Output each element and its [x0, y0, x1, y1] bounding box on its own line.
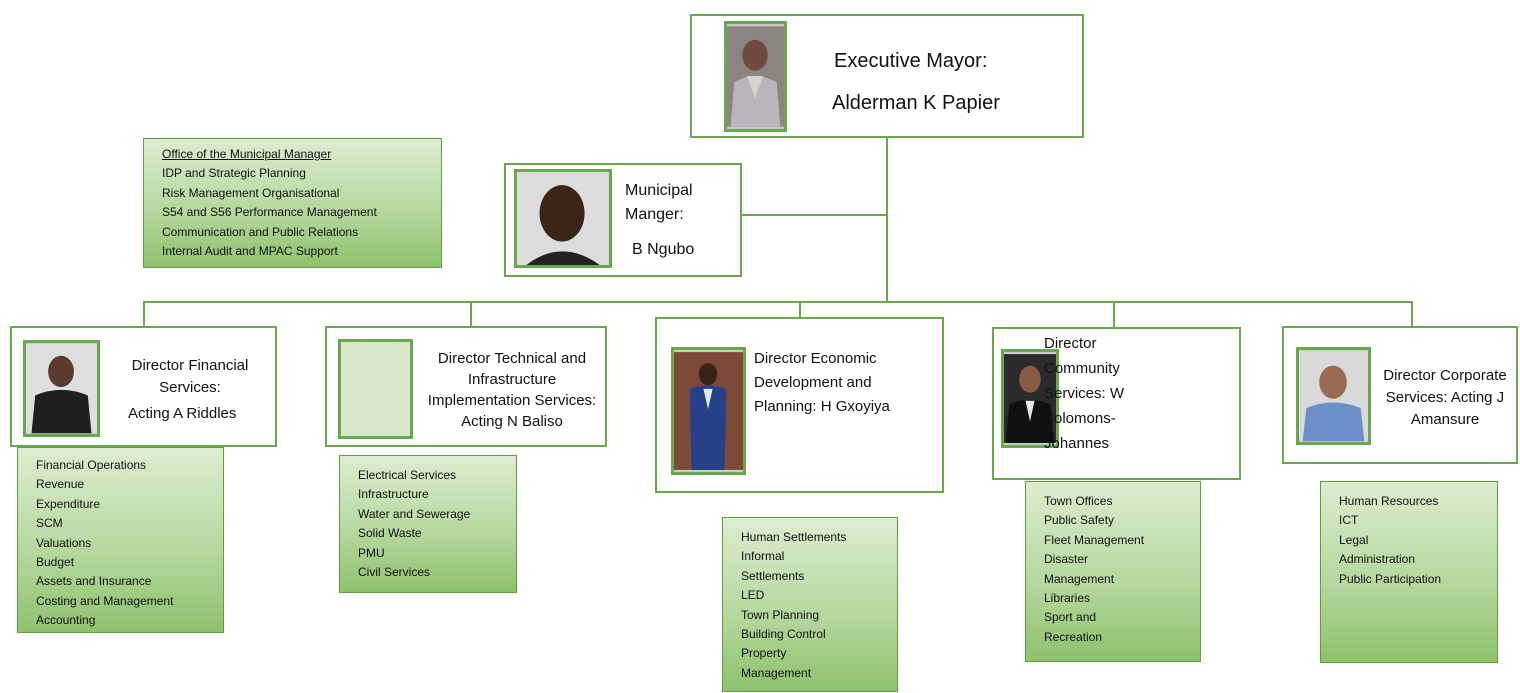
connector-horizontal [143, 301, 1412, 303]
economic-functions-box: Human Settlements Informal Settlements L… [722, 517, 898, 692]
director-economic-photo [671, 347, 746, 475]
connector-mayor-down [886, 137, 888, 302]
list-item: Human Settlements [741, 530, 847, 544]
list-item: Management [741, 665, 812, 680]
list-item: Settlements [741, 568, 805, 583]
person-photo-icon [727, 26, 784, 127]
list-item: Financial Operations [36, 458, 147, 472]
list-item: Infrastructure [358, 487, 429, 502]
director-community-box: Director Community Services: W Solomons-… [992, 327, 1241, 480]
director-community-title: Director Community Services: W Solomons-… [1044, 335, 1125, 452]
list-item: Revenue [36, 477, 85, 492]
list-item: Administration [1339, 552, 1416, 567]
director-technical-title: Director Technical and Infrastructure Im… [427, 350, 597, 430]
director-financial-title: Director Financial Services: [131, 357, 249, 396]
connector-dir5 [1411, 301, 1413, 327]
list-item: PMU [358, 545, 385, 560]
corporate-functions-box: Human Resources ICT Legal Administration… [1320, 481, 1498, 663]
list-item: Legal [1339, 532, 1369, 547]
list-item: Property [741, 646, 787, 661]
list-item: Sport and [1044, 610, 1097, 625]
list-item: Communication and Public Relations [162, 224, 359, 239]
person-photo-icon [1299, 350, 1368, 442]
person-photo-icon [674, 352, 743, 470]
financial-functions-list: Financial Operations Revenue Expenditure… [36, 456, 215, 631]
list-item: Accounting [36, 613, 96, 628]
connector-dir1 [143, 301, 145, 327]
list-item: Expenditure [36, 496, 101, 511]
director-community-photo [1001, 349, 1059, 448]
connector-dir4 [1113, 301, 1115, 328]
connector-dir3 [799, 301, 801, 318]
list-item: Informal [741, 549, 785, 564]
corporate-functions-list: Human Resources ICT Legal Administration… [1339, 492, 1489, 589]
list-item: Recreation [1044, 629, 1103, 644]
list-item: Solid Waste [358, 526, 422, 541]
person-photo-icon [26, 343, 97, 434]
mayor-box: Executive Mayor: Alderman K Papier [690, 14, 1084, 138]
director-technical-photo [338, 339, 413, 439]
director-economic-box: Director Economic Development and Planni… [655, 317, 944, 493]
manager-name: B Ngubo [632, 241, 695, 258]
office-heading: Office of the Municipal Manager [162, 147, 332, 161]
technical-functions-list: Electrical Services Infrastructure Water… [358, 466, 508, 582]
list-item: Internal Audit and MPAC Support [162, 244, 338, 259]
director-corporate-title: Director Corporate Services: Acting J Am… [1383, 367, 1507, 428]
director-financial-name: Acting A Riddles [128, 405, 237, 422]
mayor-title: Executive Mayor: [834, 50, 988, 72]
list-item: Human Resources [1339, 494, 1439, 508]
director-corporate-photo [1296, 347, 1371, 445]
director-financial-photo [23, 340, 100, 437]
list-item: Building Control [741, 627, 826, 642]
list-item: Town Offices [1044, 494, 1113, 508]
list-item: Civil Services [358, 565, 431, 580]
list-item: Public Safety [1044, 513, 1115, 528]
office-items: IDP and Strategic Planning Risk Manageme… [162, 164, 433, 261]
list-item: Electrical Services [358, 468, 457, 482]
director-corporate-box: Director Corporate Services: Acting J Am… [1282, 326, 1518, 464]
list-item: S54 and S56 Performance Management [162, 205, 377, 220]
manager-title: Municipal Manger: [625, 182, 693, 223]
manager-photo [514, 169, 612, 268]
community-functions-list: Town Offices Public Safety Fleet Managem… [1044, 492, 1192, 647]
list-item: Budget [36, 555, 75, 570]
financial-functions-box: Financial Operations Revenue Expenditure… [17, 447, 224, 633]
connector-dir2 [470, 301, 472, 327]
list-item: IDP and Strategic Planning [162, 166, 306, 181]
list-item: Valuations [36, 535, 92, 550]
list-item: Assets and Insurance [36, 574, 152, 589]
office-box: Office of the Municipal Manager IDP and … [143, 138, 442, 268]
community-functions-box: Town Offices Public Safety Fleet Managem… [1025, 481, 1201, 662]
person-photo-icon [1004, 354, 1056, 443]
list-item: Costing and Management [36, 593, 174, 608]
mayor-photo [724, 21, 787, 132]
connector-manager [741, 214, 887, 216]
list-item: Town Planning [741, 607, 820, 622]
list-item: SCM [36, 516, 63, 531]
person-photo-icon [517, 172, 609, 265]
mayor-name: Alderman K Papier [832, 92, 1000, 114]
director-technical-box: Director Technical and Infrastructure Im… [325, 326, 607, 447]
list-item: LED [741, 588, 765, 603]
director-economic-title: Director Economic Development and Planni… [754, 350, 890, 415]
list-item: ICT [1339, 513, 1359, 528]
list-item: Libraries [1044, 591, 1091, 606]
list-item: Fleet Management [1044, 532, 1145, 547]
list-item: Risk Management Organisational [162, 185, 340, 200]
technical-functions-box: Electrical Services Infrastructure Water… [339, 455, 517, 593]
economic-functions-list: Human Settlements Informal Settlements L… [741, 528, 889, 683]
list-item: Management [1044, 571, 1115, 586]
director-financial-box: Director Financial Services: Acting A Ri… [10, 326, 277, 447]
list-item: Water and Sewerage [358, 506, 471, 521]
manager-box: Municipal Manger: B Ngubo [504, 163, 742, 277]
list-item: Disaster [1044, 552, 1089, 567]
list-item: Public Participation [1339, 571, 1442, 586]
